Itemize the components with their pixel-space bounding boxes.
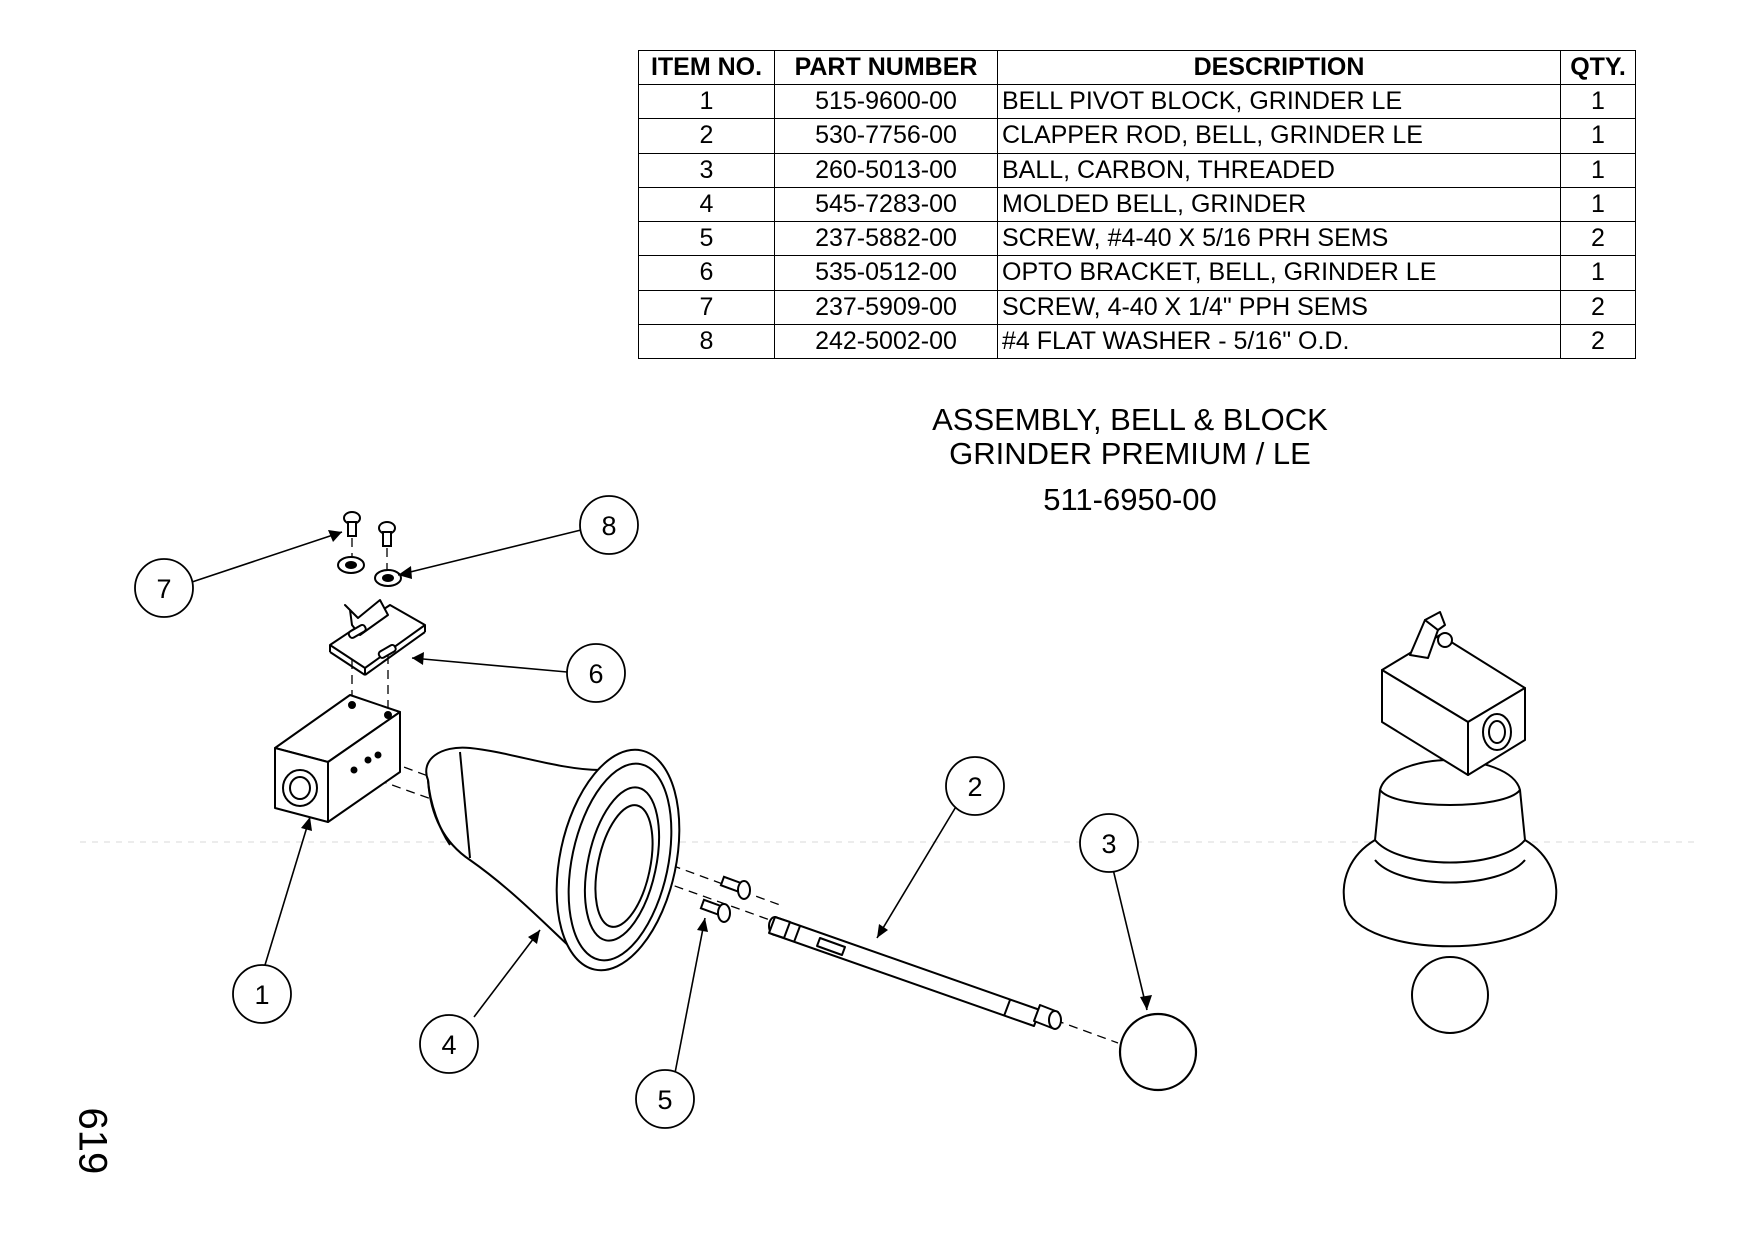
- item-number: 2: [638, 118, 775, 154]
- header-item-no: ITEM NO.: [638, 50, 775, 85]
- part-5-screws: [699, 875, 751, 923]
- description: SCREW, 4-40 X 1/4" PPH SEMS: [997, 289, 1561, 325]
- callout-balloon-7: 7: [134, 558, 194, 618]
- assembly-title-line1: ASSEMBLY, BELL & BLOCK: [932, 402, 1328, 437]
- callout-8-label: 8: [601, 511, 616, 541]
- callout-5-label: 5: [657, 1085, 672, 1115]
- callout-balloon-5: 5: [635, 1069, 695, 1129]
- quantity: 1: [1560, 118, 1636, 154]
- leader-arrowheads: [301, 530, 1152, 1010]
- part-6-opto-bracket: [329, 599, 426, 676]
- part-3-carbon-ball: [1118, 1012, 1198, 1092]
- item-number: 5: [638, 220, 775, 257]
- callout-balloon-3: 3: [1079, 813, 1139, 873]
- callout-balloon-6: 6: [566, 643, 626, 703]
- part-2-clapper-rod: [768, 916, 1062, 1030]
- table-row: 1 515-9600-00 BELL PIVOT BLOCK, GRINDER …: [638, 83, 1636, 120]
- quantity: 2: [1560, 323, 1636, 360]
- description: BALL, CARBON, THREADED: [997, 152, 1561, 188]
- part-number: 237-5882-00: [774, 220, 998, 257]
- callout-6-label: 6: [588, 659, 603, 689]
- description: SCREW, #4-40 X 5/16 PRH SEMS: [997, 220, 1561, 257]
- part-number: 260-5013-00: [774, 152, 998, 188]
- description: BELL PIVOT BLOCK, GRINDER LE: [997, 83, 1561, 120]
- header-part-number: PART NUMBER: [774, 50, 998, 85]
- part-7-screws: [343, 511, 396, 547]
- part-8-washers: [337, 556, 402, 587]
- callout-balloon-4: 4: [419, 1014, 479, 1074]
- description: #4 FLAT WASHER - 5/16" O.D.: [997, 323, 1561, 360]
- description: OPTO BRACKET, BELL, GRINDER LE: [997, 255, 1561, 291]
- quantity: 1: [1560, 83, 1636, 120]
- part-number: 515-9600-00: [774, 83, 998, 120]
- callout-1-label: 1: [254, 980, 269, 1010]
- table-row: 8 242-5002-00 #4 FLAT WASHER - 5/16" O.D…: [638, 323, 1636, 360]
- callout-7-label: 7: [156, 574, 171, 604]
- bill-of-materials-table: ITEM NO. PART NUMBER DESCRIPTION QTY. 1 …: [638, 50, 1636, 360]
- quantity: 1: [1560, 186, 1636, 223]
- item-number: 4: [638, 186, 775, 223]
- part-number: 237-5909-00: [774, 289, 998, 325]
- part-number: 545-7283-00: [774, 186, 998, 223]
- callout-2-label: 2: [967, 772, 982, 802]
- quantity: 2: [1560, 289, 1636, 325]
- assembly-title-line2: GRINDER PREMIUM / LE: [949, 436, 1311, 471]
- table-row: 6 535-0512-00 OPTO BRACKET, BELL, GRINDE…: [638, 255, 1636, 291]
- part-number: 535-0512-00: [774, 255, 998, 291]
- callout-balloon-2: 2: [945, 756, 1005, 816]
- part-number: 242-5002-00: [774, 323, 998, 360]
- quantity: 2: [1560, 220, 1636, 257]
- leader-lines: [191, 529, 1148, 1074]
- part-number: 530-7756-00: [774, 118, 998, 154]
- header-description: DESCRIPTION: [997, 50, 1561, 85]
- callout-balloon-8: 8: [579, 495, 639, 555]
- item-number: 8: [638, 323, 775, 360]
- part-1-pivot-block: [274, 694, 401, 823]
- callout-balloon-1: 1: [232, 964, 292, 1024]
- table-row: 7 237-5909-00 SCREW, 4-40 X 1/4" PPH SEM…: [638, 289, 1636, 325]
- assembled-bell-view: [1342, 611, 1558, 1034]
- page-code: 619: [70, 1107, 115, 1175]
- assembly-part-number: 511-6950-00: [1043, 482, 1217, 517]
- part-4-molded-bell: [425, 746, 681, 972]
- table-row: 5 237-5882-00 SCREW, #4-40 X 5/16 PRH SE…: [638, 220, 1636, 257]
- callout-3-label: 3: [1101, 829, 1116, 859]
- assembly-title: ASSEMBLY, BELL & BLOCK GRINDER PREMIUM /…: [860, 403, 1400, 471]
- quantity: 1: [1560, 152, 1636, 188]
- callout-4-label: 4: [441, 1030, 456, 1060]
